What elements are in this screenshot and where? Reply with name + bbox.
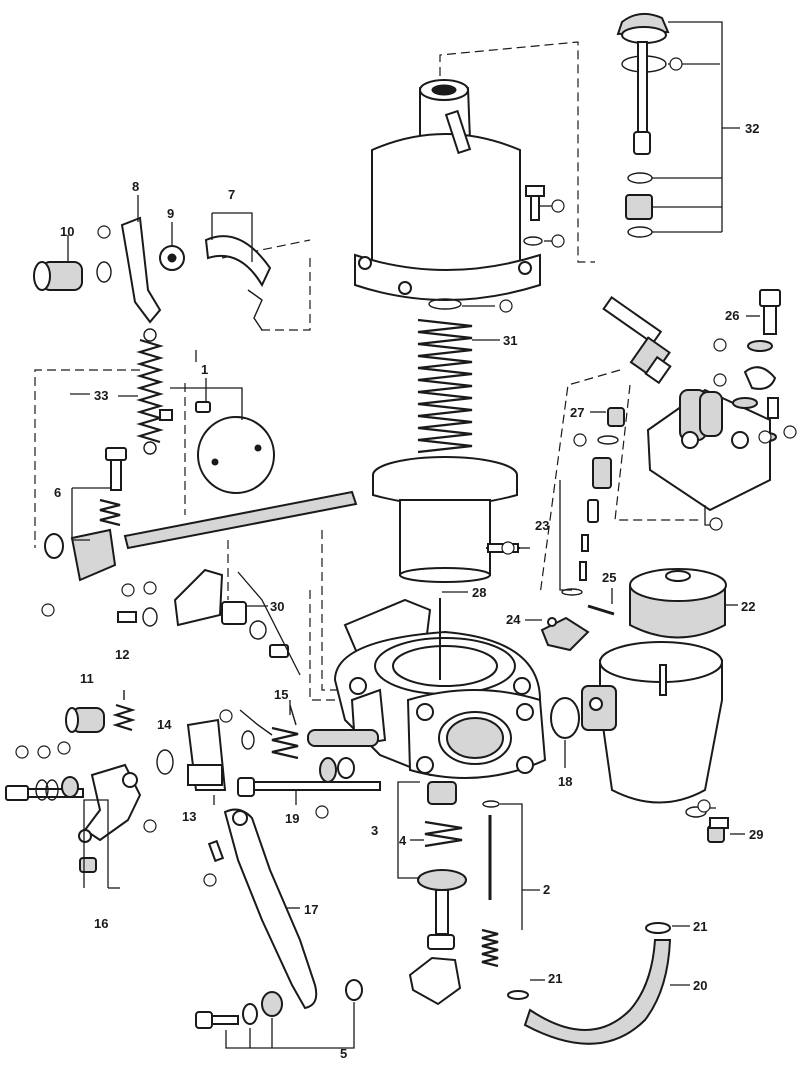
banjo-union — [602, 289, 781, 442]
lever-bolts — [195, 979, 363, 1049]
callout-20: 20 — [693, 978, 707, 993]
callout-23: 23 — [535, 518, 549, 533]
reference-circles — [15, 57, 797, 887]
operating-lever — [207, 808, 318, 1010]
callout-24: 24 — [506, 612, 521, 627]
linkage-top-left — [33, 195, 272, 331]
callout-16: 16 — [94, 916, 108, 931]
linkage-lower-left — [5, 690, 299, 889]
float — [629, 568, 738, 639]
callout-13: 13 — [182, 809, 196, 824]
float-chamber-bolt — [685, 806, 745, 843]
float-chamber-lid — [646, 388, 771, 526]
callout-leaders — [70, 350, 197, 395]
float-chamber — [550, 641, 723, 804]
callout-25: 25 — [602, 570, 616, 585]
suction-chamber — [354, 79, 541, 301]
callout-19: 19 — [285, 811, 299, 826]
long-bolt — [237, 729, 381, 805]
callout-1: 1 — [201, 362, 208, 377]
callout-22: 22 — [741, 599, 755, 614]
callout-31: 31 — [503, 333, 517, 348]
callout-30: 30 — [270, 599, 284, 614]
fuel-hose — [507, 922, 690, 1045]
callout-11: 11 — [80, 671, 94, 686]
callout-21b: 21 — [548, 971, 562, 986]
callout-17: 17 — [304, 902, 318, 917]
callout-8: 8 — [132, 179, 139, 194]
float-lever — [525, 616, 590, 652]
jet-assembly — [397, 781, 540, 1006]
callout-3: 3 — [371, 823, 378, 838]
chamber-screw — [523, 185, 552, 246]
piston — [372, 456, 530, 583]
callout-6: 6 — [54, 485, 61, 500]
callout-28: 28 — [472, 585, 486, 600]
throttle-spindle — [123, 378, 358, 550]
throttle-stop — [44, 447, 127, 582]
callout-26: 26 — [725, 308, 739, 323]
callout-12: 12 — [115, 647, 129, 662]
callout-9: 9 — [167, 206, 174, 221]
fast-idle-lever — [117, 568, 301, 676]
assembly-guide-lines — [34, 41, 700, 701]
float-pin — [587, 588, 615, 616]
callout-33: 33 — [94, 388, 108, 403]
carburettor-body — [333, 591, 547, 779]
callout-18: 18 — [558, 774, 572, 789]
callout-5: 5 — [340, 1046, 347, 1061]
callout-14: 14 — [157, 717, 172, 732]
callout-2: 2 — [543, 882, 550, 897]
callout-29: 29 — [749, 827, 763, 842]
needle-valve — [559, 407, 625, 596]
callout-27: 27 — [570, 405, 584, 420]
callout-4: 4 — [399, 833, 407, 848]
callout-15: 15 — [274, 687, 288, 702]
piston-spring — [417, 298, 500, 454]
callout-7: 7 — [228, 187, 235, 202]
callout-10: 10 — [60, 224, 74, 239]
callout-numbers: 1 2 3 4 5 6 7 8 9 10 11 12 13 14 15 16 1… — [54, 121, 763, 1061]
damper-assembly — [616, 12, 740, 238]
callout-32: 32 — [745, 121, 759, 136]
callout-21a: 21 — [693, 919, 707, 934]
return-spring — [118, 328, 164, 455]
